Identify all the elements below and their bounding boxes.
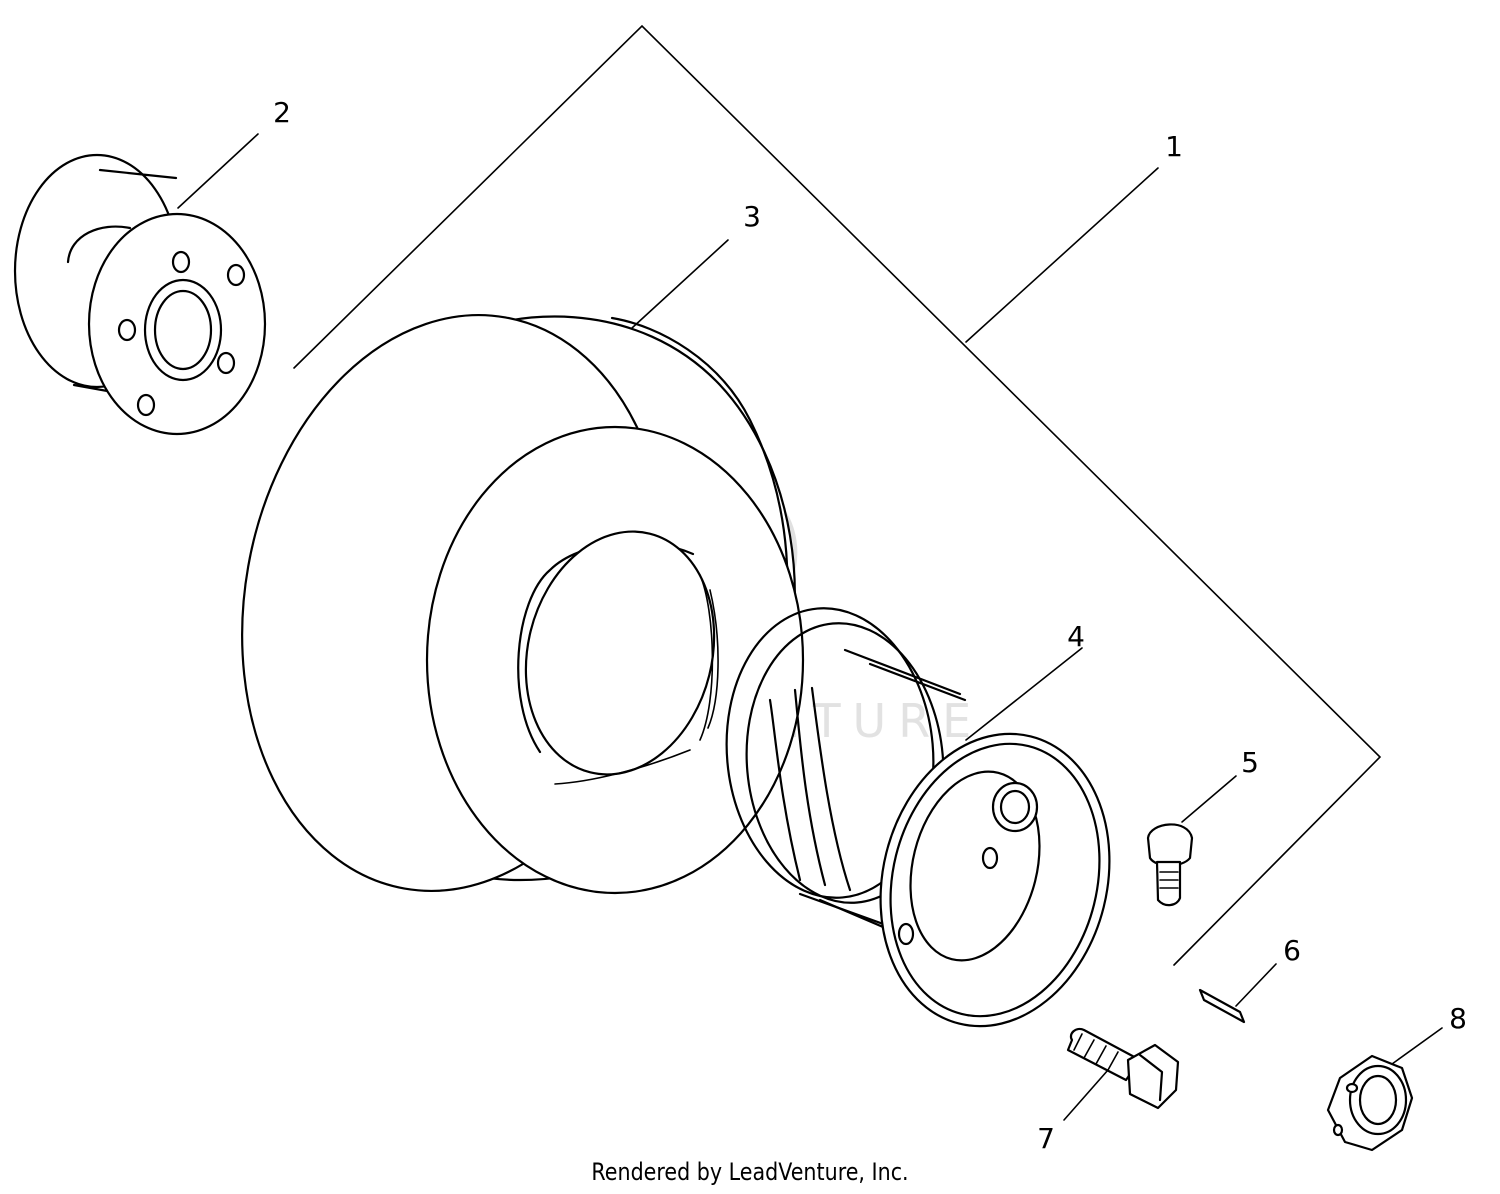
assembly-bracket — [293, 24, 1382, 966]
callout-number-4: 4 — [1067, 620, 1085, 653]
callout-numbers: 1 2 3 4 5 6 7 8 — [273, 96, 1467, 1155]
leader-line-3 — [631, 239, 729, 329]
callout-number-3: 3 — [743, 200, 761, 233]
hub — [13, 153, 267, 436]
callout-number-6: 6 — [1283, 934, 1301, 967]
callout-number-7: 7 — [1037, 1122, 1055, 1155]
rim — [725, 607, 1111, 1028]
callout-number-1: 1 — [1165, 130, 1183, 163]
callout-number-2: 2 — [273, 96, 291, 129]
valve-stem — [1146, 775, 1237, 907]
callout-number-8: 8 — [1449, 1002, 1467, 1035]
bolt — [1063, 1027, 1180, 1121]
leader-line-2 — [177, 133, 259, 209]
tire — [241, 313, 805, 895]
key — [1198, 963, 1277, 1024]
footer-credit: Rendered by LeadVenture, Inc. — [591, 1158, 909, 1186]
callout-number-5: 5 — [1241, 746, 1259, 779]
collar — [1326, 1027, 1443, 1152]
